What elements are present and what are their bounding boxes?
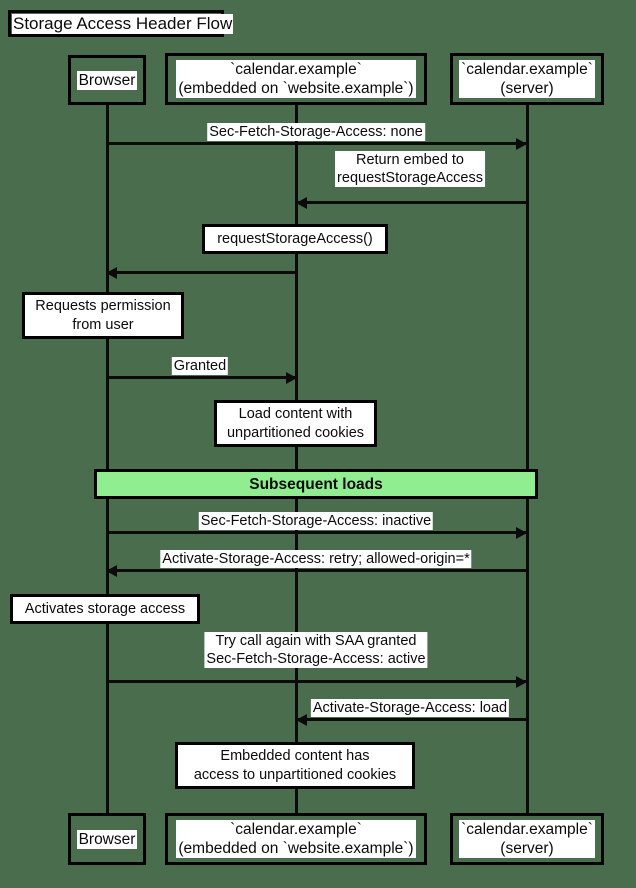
message-label-4: Granted: [171, 357, 229, 375]
participant-embedded-bottom[interactable]: `calendar.example` (embedded on `website…: [165, 813, 427, 865]
participant-server-label-bottom: `calendar.example` (server): [459, 820, 595, 858]
message-line-8: [296, 718, 527, 721]
lifeline-embedded: [294, 105, 298, 813]
participant-embedded-label-bottom: `calendar.example` (embedded on `website…: [176, 820, 416, 858]
message-line-1: [106, 142, 526, 145]
note-text-activates-storage-access: Activates storage access: [24, 600, 186, 617]
message-label-8: Activate-Storage-Access: load: [310, 699, 510, 717]
message-line-4: [106, 376, 296, 379]
participant-embedded-label-top: `calendar.example` (embedded on `website…: [176, 60, 416, 98]
note-request-storage-access: requestStorageAccess(): [202, 224, 388, 254]
message-label-5: Sec-Fetch-Storage-Access: inactive: [198, 512, 434, 530]
message-arrowhead-7: [516, 675, 527, 688]
message-arrowhead-3: [106, 266, 117, 279]
diagram-title: Storage Access Header Flow: [12, 14, 234, 34]
note-text-request-storage-access: requestStorageAccess(): [217, 230, 373, 247]
lifeline-server: [525, 105, 529, 813]
note-text-requests-permission: Requests permission from user: [35, 297, 171, 333]
note-activates-storage-access: Activates storage access: [10, 594, 200, 624]
participant-browser-bottom[interactable]: Browser: [68, 813, 146, 865]
note-embedded-content-access: Embedded content has access to unpartiti…: [175, 742, 415, 789]
participant-server-bottom[interactable]: `calendar.example` (server): [450, 813, 604, 865]
message-arrowhead-5: [516, 526, 527, 539]
message-line-7: [106, 680, 526, 683]
message-arrowhead-8: [296, 713, 307, 726]
message-arrowhead-2: [296, 196, 307, 209]
section-subsequent-loads: Subsequent loads: [94, 469, 538, 499]
message-label-2: Return embed to requestStorageAccess: [335, 151, 485, 187]
message-line-5: [106, 531, 526, 534]
message-line-3: [106, 271, 296, 274]
participant-server-label-top: `calendar.example` (server): [459, 60, 595, 98]
message-label-6: Activate-Storage-Access: retry; allowed-…: [160, 550, 472, 568]
note-text-embedded-content-access: Embedded content has access to unpartiti…: [193, 747, 397, 783]
message-label-7: Try call again with SAA granted Sec-Fetc…: [204, 632, 428, 668]
participant-browser-top[interactable]: Browser: [68, 55, 146, 105]
message-label-1: Sec-Fetch-Storage-Access: none: [207, 123, 425, 141]
note-load-content: Load content with unpartitioned cookies: [214, 400, 377, 447]
lifeline-browser: [105, 105, 109, 813]
message-arrowhead-1: [516, 137, 527, 150]
note-requests-permission: Requests permission from user: [22, 292, 184, 339]
participant-browser-label-top: Browser: [76, 70, 138, 90]
note-text-load-content: Load content with unpartitioned cookies: [226, 405, 365, 441]
message-arrowhead-6: [106, 564, 117, 577]
participant-browser-label-bottom: Browser: [76, 829, 138, 849]
participant-server-top[interactable]: `calendar.example` (server): [450, 53, 604, 105]
section-text-subsequent-loads: Subsequent loads: [249, 475, 383, 493]
message-arrowhead-4: [286, 371, 297, 384]
message-line-6: [106, 569, 526, 572]
message-line-2: [296, 201, 527, 204]
participant-embedded-top[interactable]: `calendar.example` (embedded on `website…: [165, 53, 427, 105]
